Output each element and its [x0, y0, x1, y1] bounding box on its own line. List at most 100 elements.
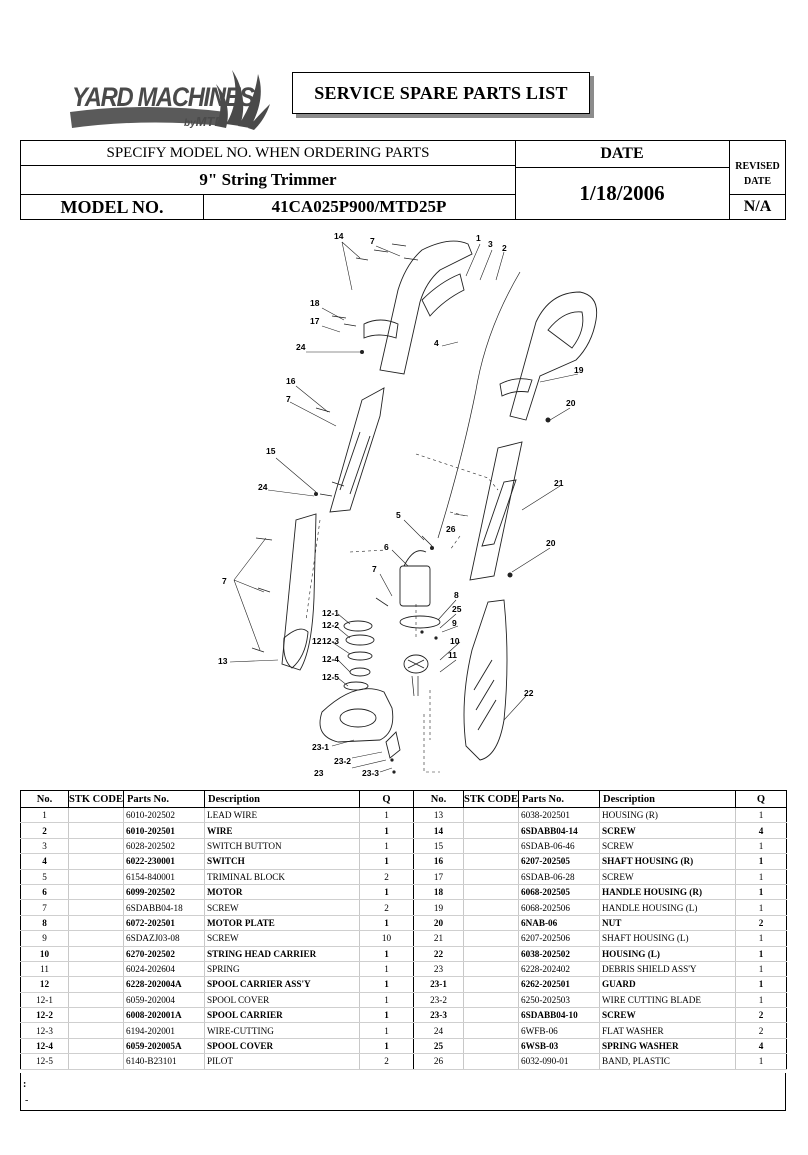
table-cell: 9 [20, 930, 69, 947]
table-cell: 8 [20, 915, 69, 932]
model-label: MODEL NO. [60, 196, 164, 217]
table-cell: SPOOL CARRIER ASS'Y [204, 976, 360, 993]
logo-by-mtd: byMTD [184, 114, 224, 129]
callout-label: 19 [574, 365, 584, 375]
exploded-parts-diagram: 14 7 1 3 2 18 17 24 4 19 20 16 7 15 24 2… [20, 220, 786, 790]
table-cell: 6250-202503 [518, 992, 600, 1009]
table-cell: 1 [359, 915, 414, 932]
table-cell: 6 [20, 884, 69, 901]
table-cell: 6SDAB-06-28 [518, 869, 600, 885]
model-number: 41CA025P900/MTD25P [271, 197, 447, 216]
table-cell: 6154-840001 [123, 869, 205, 885]
callout-label: 26 [446, 524, 456, 534]
table-cell: MOTOR PLATE [204, 915, 360, 932]
table-cell: 6WFB-06 [518, 1022, 600, 1039]
revised-label: REVISED [735, 160, 780, 172]
table-cell: 1 [735, 853, 787, 870]
table-cell: 6072-202501 [123, 915, 205, 932]
callout-label: 12 [312, 636, 322, 646]
table-cell: 23 [413, 961, 464, 978]
table-cell: 12-4 [20, 1038, 69, 1055]
callout-label: 20 [546, 538, 556, 548]
table-cell: SPRING [204, 961, 360, 978]
table-cell: 4 [735, 822, 787, 839]
table-cell: 1 [735, 976, 787, 993]
part-housing-l [463, 599, 508, 761]
table-cell: 2 [359, 869, 414, 885]
product-name: 9" String Trimmer [199, 169, 337, 189]
table-cell: 12-3 [20, 1022, 69, 1039]
table-cell [463, 992, 519, 1009]
table-cell: 23-1 [413, 976, 464, 993]
table-cell: 6270-202502 [123, 946, 205, 962]
table-cell: 6228-202402 [518, 961, 600, 978]
table-cell: 6194-202001 [123, 1022, 205, 1039]
table-cell: 6262-202501 [518, 976, 600, 993]
table-cell: 1 [735, 899, 787, 916]
table-cell: 20 [413, 915, 464, 932]
part-shaft-housing-r [329, 387, 385, 513]
table-cell: 2 [735, 915, 787, 932]
table-cell: SCREW [599, 822, 736, 839]
table-cell: 17 [413, 869, 464, 885]
table-cell [463, 838, 519, 855]
table-cell [68, 884, 124, 901]
table-cell: MOTOR [204, 884, 360, 901]
callout-label: 18 [310, 298, 320, 308]
table-cell: SHAFT HOUSING (R) [599, 853, 736, 870]
table-cell [463, 1007, 519, 1024]
table-cell: 1 [359, 884, 414, 901]
callout-label: 23-2 [334, 756, 351, 766]
table-cell: 12 [20, 976, 69, 993]
table-cell: 1 [735, 807, 787, 824]
table-cell: 14 [413, 822, 464, 839]
table-cell [463, 915, 519, 932]
table-cell: 1 [359, 838, 414, 855]
callout-label: 12-2 [322, 620, 339, 630]
table-cell [463, 946, 519, 962]
table-cell: 10 [20, 946, 69, 962]
table-cell: 10 [359, 930, 414, 947]
table-cell [463, 853, 519, 870]
table-cell: 13 [413, 807, 464, 824]
table-cell: 26 [413, 1053, 464, 1070]
header-table: SPECIFY MODEL NO. WHEN ORDERING PARTS 9"… [20, 140, 786, 220]
table-cell: 16 [413, 853, 464, 870]
column-header: Q [359, 790, 414, 808]
table-cell [68, 1007, 124, 1024]
table-cell: 6059-202005A [123, 1038, 205, 1055]
table-cell: TRIMINAL BLOCK [204, 869, 360, 885]
table-cell [68, 961, 124, 978]
table-cell: 6099-202502 [123, 884, 205, 901]
table-cell: HANDLE HOUSING (R) [599, 884, 736, 901]
callout-label: 12-1 [322, 608, 339, 618]
column-header: Parts No. [518, 790, 600, 808]
table-cell: 2 [20, 822, 69, 839]
table-cell: 15 [413, 838, 464, 855]
callout-label: 2 [502, 243, 507, 253]
table-cell: 6038-202501 [518, 807, 600, 824]
table-cell: GUARD [599, 976, 736, 993]
part-string-head-carrier [403, 654, 429, 674]
table-cell: 1 [359, 961, 414, 978]
column-header: Parts No. [123, 790, 205, 808]
table-cell: 6010-202501 [123, 822, 205, 839]
column-header: STK CODE [463, 790, 519, 808]
callout-label: 24 [296, 342, 306, 352]
table-cell: 6SDAB-06-46 [518, 838, 600, 855]
table-cell [68, 869, 124, 885]
callout-label: 7 [222, 576, 227, 586]
table-cell: 21 [413, 930, 464, 947]
table-cell: 1 [735, 992, 787, 1009]
callout-label: 17 [310, 316, 320, 326]
table-cell: SCREW [599, 869, 736, 885]
table-cell [68, 1038, 124, 1055]
callout-label: 7 [372, 564, 377, 574]
table-cell [68, 899, 124, 916]
callout-label: 9 [452, 618, 457, 628]
